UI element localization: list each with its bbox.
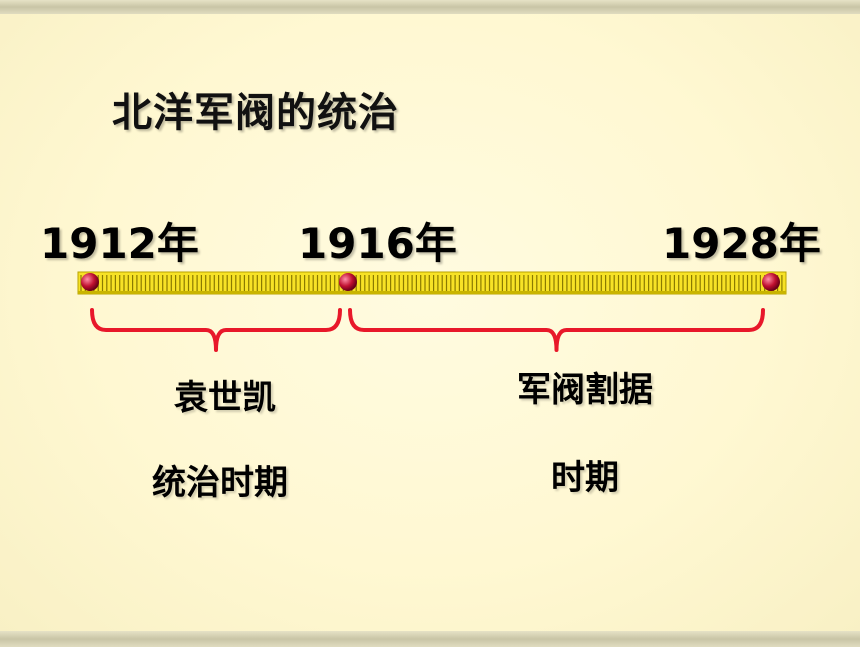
ruler-bar-shadow <box>78 291 786 294</box>
top-border-band <box>0 0 860 14</box>
year-label-1912: 1912年 <box>40 219 199 268</box>
year-label-1916: 1916年 <box>298 219 457 268</box>
bottom-border-band <box>0 631 860 647</box>
period-bracket-1 <box>90 308 342 352</box>
period-1-line2: 统治时期 <box>152 463 288 503</box>
marker-1912 <box>81 273 99 291</box>
period-2-line2: 时期 <box>551 458 619 498</box>
slide-title: 北洋军阀的统治 <box>112 90 399 136</box>
period-1-line1: 袁世凯 <box>174 378 276 418</box>
period-bracket-2 <box>348 308 765 352</box>
marker-1916 <box>339 273 357 291</box>
marker-1928 <box>762 273 780 291</box>
timeline-ruler <box>77 271 787 295</box>
period-2-line1: 军阀割据 <box>517 370 653 410</box>
year-label-1928: 1928年 <box>662 219 821 268</box>
timeline-markers <box>81 273 780 291</box>
period-brackets <box>90 308 765 352</box>
